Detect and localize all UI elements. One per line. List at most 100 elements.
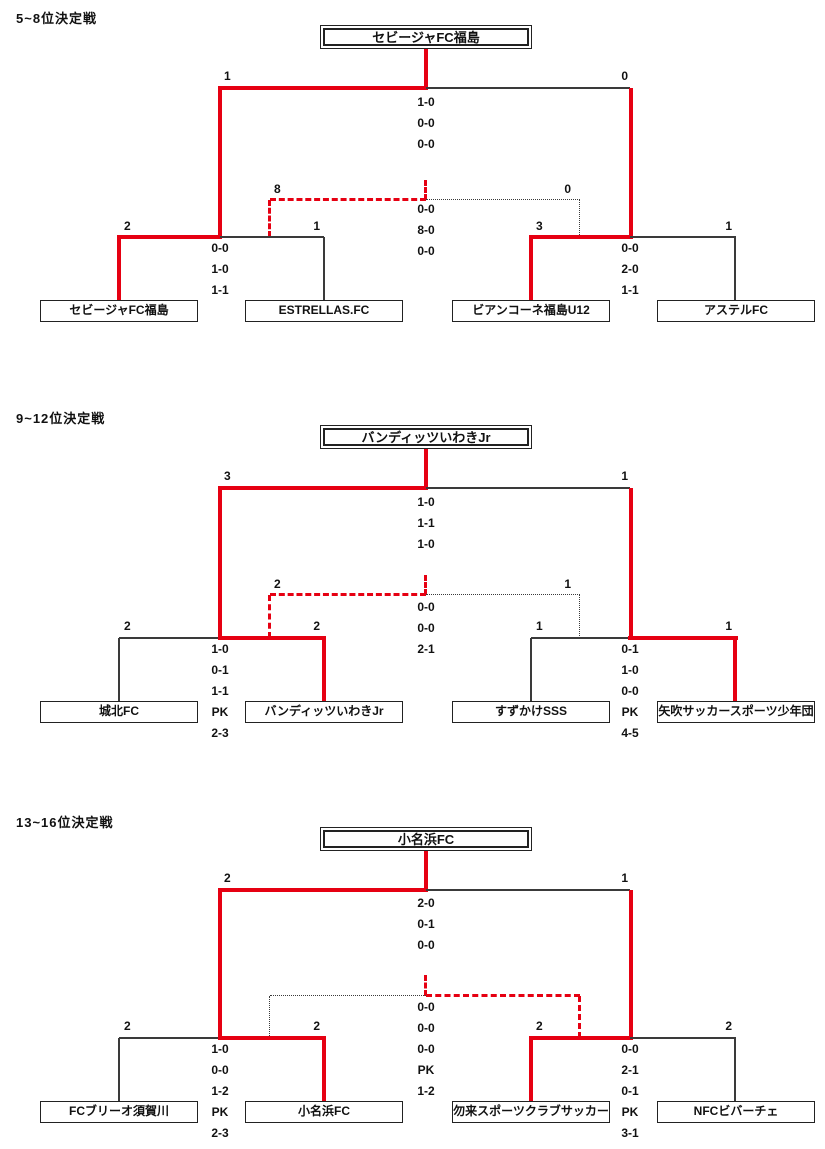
score: 3-1 (621, 1126, 639, 1140)
team-box: すずかけSSS (452, 701, 610, 723)
team-drop (323, 237, 325, 300)
team-box: セビージャFC福島 (40, 300, 198, 322)
semifinal-left-line-winner (117, 235, 222, 239)
score: 2-3 (211, 726, 229, 740)
consolation-drop-right (579, 200, 580, 237)
consolation-total-left: 2 (274, 577, 281, 591)
score: 0-0 (417, 1021, 435, 1035)
champion-connector (424, 851, 428, 890)
score: 0-0 (417, 137, 435, 151)
consolation-stub (424, 180, 427, 200)
final-total-left: 3 (224, 469, 231, 483)
semifinal-total: 2 (725, 1019, 732, 1033)
consolation-total-left: 8 (274, 182, 281, 196)
semifinal-right-scores: 0-0 2-0 1-1 (590, 242, 670, 297)
semifinal-right-line-winner (529, 235, 633, 239)
semifinal-left-line (119, 1037, 220, 1039)
champion-name: セビージャFC福島 (323, 28, 529, 46)
team-drop (529, 237, 533, 300)
score: 0-0 (417, 621, 435, 635)
final-drop-left (218, 890, 222, 1038)
semifinal-right-line-winner (529, 1036, 633, 1040)
team-box: 勿来スポーツクラブサッカー (452, 1101, 610, 1123)
semifinal-right-line (630, 236, 736, 238)
final-scores: 1-0 1-1 1-0 (386, 496, 466, 551)
team-drop (734, 1038, 736, 1101)
semifinal-total: 2 (124, 619, 131, 633)
score: 0-0 (417, 938, 435, 952)
final-line-left (218, 486, 428, 490)
score: 0-0 (621, 684, 639, 698)
score: 0-1 (211, 663, 229, 677)
final-line-right (426, 889, 630, 891)
semifinal-right-line (630, 1037, 736, 1039)
score: 1-0 (211, 642, 229, 656)
semifinal-left-scores: 1-0 0-1 1-1 PK 2-3 (180, 643, 260, 740)
team-box: 小名浜FC (245, 1101, 403, 1123)
final-scores: 2-0 0-1 0-0 (386, 897, 466, 952)
score: 1-0 (417, 495, 435, 509)
team-box: ビアンコーネ福島U12 (452, 300, 610, 322)
score: 1-0 (417, 537, 435, 551)
champion-connector (424, 49, 428, 88)
consolation-line-right (426, 199, 580, 200)
champion-box: バンディッツいわきJr (320, 425, 532, 449)
final-total-right: 0 (621, 69, 628, 83)
bracket-title: 13~16位決定戦 (16, 815, 114, 830)
score: 0-0 (417, 600, 435, 614)
final-drop-left (218, 88, 222, 237)
final-line-left (218, 86, 428, 90)
champion-box: セビージャFC福島 (320, 25, 532, 49)
bracket-title: 9~12位決定戦 (16, 411, 106, 426)
team-box: NFCビバーチェ (657, 1101, 815, 1123)
semifinal-left-line (220, 236, 324, 238)
consolation-line-right (426, 594, 580, 595)
score: 0-0 (621, 241, 639, 255)
team-drop (118, 638, 120, 701)
semifinal-right-scores: 0-0 2-1 0-1 PK 3-1 (590, 1043, 670, 1140)
score: 2-1 (621, 1063, 639, 1077)
team-box: アステルFC (657, 300, 815, 322)
team-drop (322, 638, 326, 701)
team-box: バンディッツいわきJr (245, 701, 403, 723)
final-total-right: 1 (621, 469, 628, 483)
team-box: FCブリーオ須賀川 (40, 1101, 198, 1123)
score: 1-1 (211, 283, 229, 297)
score: 1-0 (417, 95, 435, 109)
score: 2-0 (417, 896, 435, 910)
score: 1-1 (621, 283, 639, 297)
consolation-stub (424, 575, 427, 595)
semifinal-right-scores: 0-1 1-0 0-0 PK 4-5 (590, 643, 670, 740)
final-scores: 1-0 0-0 0-0 (386, 96, 466, 151)
score: 0-0 (211, 241, 229, 255)
score: 1-0 (211, 262, 229, 276)
semifinal-left-scores: 1-0 0-0 1-2 PK 2-3 (180, 1043, 260, 1140)
consolation-drop-left (269, 996, 270, 1038)
score: 0-0 (417, 202, 435, 216)
final-line-left (218, 888, 428, 892)
score: 1-2 (417, 1084, 435, 1098)
score: 0-1 (621, 642, 639, 656)
champion-name: バンディッツいわきJr (323, 428, 529, 446)
score: 0-0 (417, 116, 435, 130)
team-drop (322, 1038, 326, 1101)
consolation-line-left (270, 995, 426, 996)
score: PK (621, 1105, 639, 1119)
consolation-total-right: 0 (564, 182, 571, 196)
score: 4-5 (621, 726, 639, 740)
final-line-right (426, 487, 630, 489)
final-total-right: 1 (621, 871, 628, 885)
team-drop (530, 638, 532, 701)
champion-box: 小名浜FC (320, 827, 532, 851)
team-drop (734, 237, 736, 300)
semifinal-total: 3 (536, 219, 543, 233)
semifinal-total: 1 (313, 219, 320, 233)
consolation-line-left (270, 198, 426, 201)
team-drop (733, 638, 737, 701)
semifinal-left-line-winner (218, 1036, 326, 1040)
semifinal-total: 2 (124, 219, 131, 233)
score: 1-1 (417, 516, 435, 530)
consolation-scores: 0-0 0-0 0-0 PK 1-2 (386, 1001, 466, 1098)
score: 0-0 (417, 1042, 435, 1056)
consolation-line-left (270, 593, 426, 596)
